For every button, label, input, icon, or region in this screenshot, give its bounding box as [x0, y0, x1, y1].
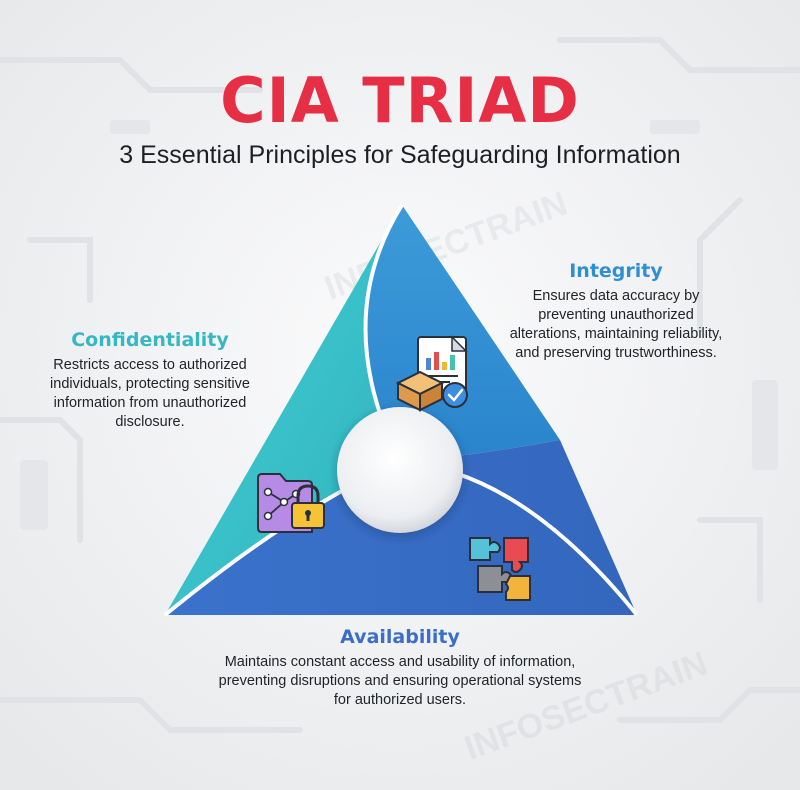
document-box-check-icon [395, 335, 468, 412]
integrity-description: Ensures data accuracy by preventing unau… [509, 288, 723, 361]
page-title: CIA TRIAD [220, 64, 580, 137]
integrity-heading: Integrity [569, 260, 663, 282]
confidentiality-segment [165, 205, 402, 615]
confidentiality-heading: Confidentiality [71, 329, 229, 351]
integrity-block: Integrity Ensures data accuracy by preve… [490, 259, 742, 363]
confidentiality-description: Restricts access to authorized individua… [50, 357, 250, 430]
folder-lock-icon [257, 473, 325, 533]
puzzle-icon [469, 537, 531, 601]
page-subtitle: 3 Essential Principles for Safeguarding … [119, 141, 681, 169]
availability-heading: Availability [340, 626, 460, 648]
availability-description: Maintains constant access and usability … [218, 654, 582, 708]
availability-block: Availability Maintains constant access a… [200, 625, 600, 710]
confidentiality-block: Confidentiality Restricts access to auth… [35, 328, 265, 432]
center-circle [337, 407, 463, 533]
